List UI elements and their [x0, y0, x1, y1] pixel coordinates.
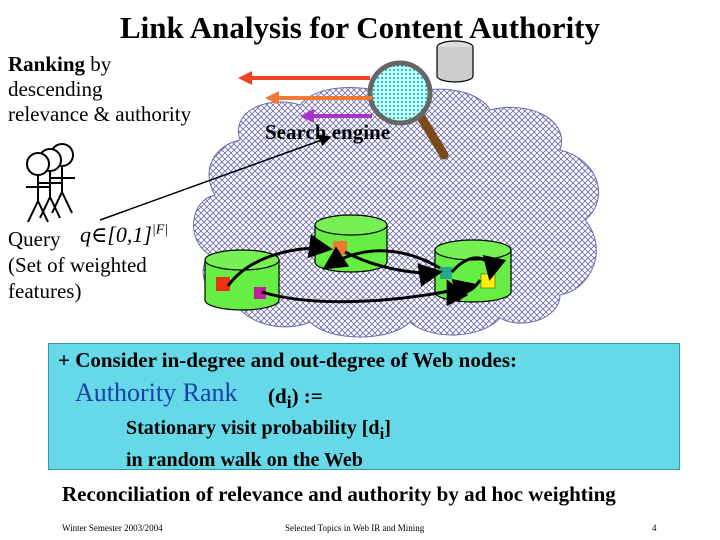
magnifier-icon — [367, 60, 449, 160]
ranking-line3: relevance & authority — [8, 102, 192, 126]
arrow-purple-head — [300, 109, 314, 123]
authority-end: ) := — [291, 384, 323, 408]
stationary-line1: Stationary visit probability [d — [126, 417, 380, 439]
authority-rank-heading: Authority Rank — [75, 378, 238, 407]
info-box — [48, 343, 680, 470]
stationary-subscript: i — [379, 424, 385, 443]
result-arrows — [238, 71, 372, 123]
ranking-line2: descending — [8, 77, 103, 101]
doc-teal — [440, 267, 452, 279]
stationary-line2: in random walk on the Web — [126, 449, 363, 471]
ranking-line1-rest: by — [85, 52, 112, 76]
query-line2: (Set of weighted — [8, 253, 147, 277]
web-links — [226, 234, 507, 307]
search-engine-label: Search engine — [265, 120, 391, 144]
query-formula-base: q∈[0,1] — [80, 222, 152, 247]
authority-suffix: (d — [268, 384, 287, 408]
page-number: 4 — [652, 523, 657, 533]
query-formula: q∈[0,1]|F| — [80, 222, 168, 248]
query-arrow — [99, 134, 332, 221]
footer-semester: Winter Semester 2003/2004 — [62, 523, 163, 533]
database-icon — [436, 40, 474, 83]
query-line3: features) — [8, 279, 82, 303]
authority-rank-definition: (di) := — [268, 384, 323, 413]
footer-course: Selected Topics in Web IR and Mining — [285, 523, 425, 533]
info-bullet: + Consider in-degree and out-degree of W… — [58, 348, 518, 372]
query-text: Query (Set of weighted features) — [8, 226, 147, 304]
query-formula-exponent: |F| — [151, 222, 169, 238]
arrow-orange-head — [265, 91, 279, 105]
doc-purple — [254, 287, 266, 299]
ranking-bold: Ranking — [8, 52, 86, 76]
authority-subscript: i — [286, 392, 292, 413]
users-icon — [26, 143, 75, 223]
doc-red — [216, 277, 230, 291]
ranking-text: Ranking by descending relevance & author… — [8, 52, 191, 127]
slide-title: Link Analysis for Content Authority — [119, 10, 600, 45]
reconciliation-text: Reconciliation of relevance and authorit… — [62, 482, 616, 506]
query-label: Query — [8, 227, 61, 251]
doc-yellow — [480, 273, 496, 289]
stationary-line1-end: ] — [384, 417, 391, 439]
stationary-text: Stationary visit probability [di] in ran… — [126, 415, 391, 473]
arrow-red-head — [238, 71, 252, 85]
